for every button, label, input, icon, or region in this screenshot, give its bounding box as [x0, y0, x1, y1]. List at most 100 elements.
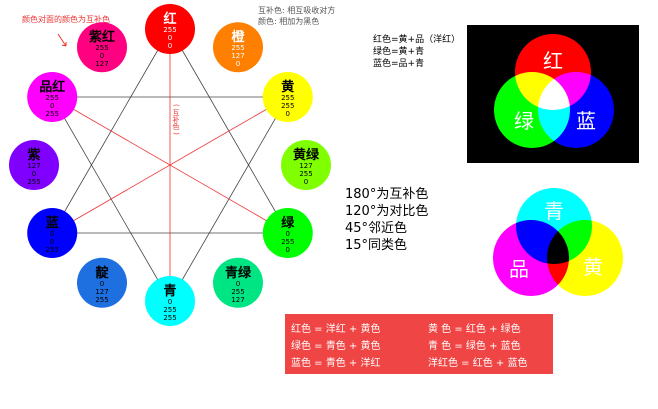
- rgb-value: 0: [286, 110, 290, 118]
- rgb-value: 0: [168, 298, 172, 306]
- rgb-value: 0: [286, 230, 290, 238]
- mix-cyan: 青 色 = 绿色 + 蓝色: [428, 341, 521, 352]
- subtractive-yellow-circle: [547, 220, 623, 296]
- color-circle-fill: [145, 276, 195, 326]
- rgb-value: 0: [50, 238, 54, 246]
- subtractive-yellow-label: 黄: [583, 255, 603, 279]
- color-name: 橙: [231, 29, 245, 45]
- mix-magenta: 洋红色 = 红色 + 蓝色: [428, 358, 528, 369]
- rgb-value: 255: [163, 26, 176, 34]
- rgb-value: 127: [299, 162, 312, 170]
- color-circle-fill: [213, 257, 263, 308]
- rgb-value: 255: [46, 94, 59, 102]
- color-name: 绿: [281, 215, 295, 231]
- rgb-value: 255: [281, 102, 294, 110]
- color-circle-fill: [281, 140, 331, 190]
- color-circle-fill: [9, 140, 59, 190]
- rgb-value: 0: [50, 230, 54, 238]
- additive-blue-circle: [538, 72, 614, 148]
- color-circle-fill: [77, 22, 127, 73]
- color-circle-fill: [77, 257, 127, 308]
- rgb-value: 0: [286, 246, 290, 254]
- rgb-value: 255: [95, 296, 108, 304]
- rgb-value: 255: [281, 94, 294, 102]
- rgb-value: 0: [100, 52, 104, 60]
- rgb-value: 0: [236, 60, 240, 68]
- rgb-value: 127: [27, 162, 40, 170]
- complementary-note: 颜色对面的颜色为互补色: [22, 15, 110, 24]
- color-circle-fill: [145, 4, 195, 54]
- additive-mix-diagram: 红 绿 蓝: [467, 25, 639, 163]
- color-name: 紫红: [89, 29, 115, 45]
- mix-red: 红色 = 洋红 + 黄色: [291, 324, 381, 335]
- color-circle-fill: [262, 208, 313, 258]
- connector-lines: [51, 28, 289, 302]
- formula-red: 红色=黄+品（洋红）: [373, 35, 461, 45]
- subtractive-magenta-label: 品: [509, 257, 529, 281]
- rgb-value: 255: [27, 178, 40, 186]
- color-circles: 红25500橙2551270黄2552550黄绿1272550绿02550青绿0…: [9, 4, 331, 326]
- rgb-value: 255: [46, 110, 59, 118]
- complement-description: 互补色: 相互吸收对方 颜色: 相加为黑色: [258, 5, 335, 27]
- color-name: 黄: [281, 79, 294, 95]
- color-circle-fill: [27, 72, 78, 122]
- complement-line: [52, 96, 288, 234]
- color-name: 紫: [27, 147, 40, 163]
- subtractive-cyan-label: 青: [544, 199, 564, 223]
- rgb-value: 0: [168, 42, 172, 50]
- color-name: 青: [163, 283, 176, 299]
- rgb-value: 0: [50, 102, 54, 110]
- additive-blue-label: 蓝: [576, 109, 596, 133]
- color-name: 靛: [95, 265, 109, 281]
- mix-blue: 蓝色 = 青色 + 洋红: [291, 358, 381, 369]
- rgb-value: 0: [236, 280, 240, 288]
- rgb-value: 255: [163, 306, 176, 314]
- rgb-value: 255: [231, 44, 244, 52]
- subtractive-magenta-circle: [493, 220, 569, 296]
- subtractive-mix-diagram: 青 品 黄: [493, 188, 623, 296]
- complement-description-line2: 颜色: 相加为黑色: [258, 17, 320, 26]
- color-circle-fill: [213, 22, 263, 73]
- color-name: 蓝: [46, 215, 59, 231]
- rgb-value: 127: [231, 52, 244, 60]
- rgb-value: 255: [163, 314, 176, 322]
- degree-rule-120: 120°为对比色: [345, 204, 429, 219]
- additive-formulas: 红色=黄+品（洋红） 绿色=黄+青 蓝色=品+青: [373, 34, 460, 70]
- color-circle-fill: [262, 72, 313, 122]
- mix-yellow: 黄 色 = 红色 + 绿色: [428, 324, 521, 335]
- rgb-value: 127: [95, 60, 108, 68]
- rgb-value: 255: [281, 238, 294, 246]
- red-arrow: [57, 33, 67, 47]
- rgb-value: 255: [46, 246, 59, 254]
- additive-green-label: 绿: [514, 109, 534, 133]
- rgb-value: 0: [304, 178, 308, 186]
- mix-green: 绿色 = 青色 + 黄色: [291, 341, 381, 352]
- rgb-value: 0: [32, 170, 36, 178]
- degree-rules: 180°为互补色 120°为对比色 45°邻近色 15°同类色: [345, 186, 428, 254]
- rgb-value: 0: [100, 280, 104, 288]
- formula-green: 绿色=黄+青: [373, 47, 425, 57]
- complement-description-line1: 互补色: 相互吸收对方: [258, 6, 336, 15]
- degree-rule-15: 15°同类色: [345, 238, 408, 253]
- rgb-value: 255: [231, 288, 244, 296]
- degree-rule-180: 180°为互补色: [345, 187, 429, 202]
- color-name: 青绿: [225, 265, 252, 281]
- formula-blue: 蓝色=品+青: [373, 59, 425, 69]
- color-name: 品红: [39, 79, 65, 95]
- color-name: 黄绿: [293, 147, 320, 163]
- rgb-value: 255: [95, 44, 108, 52]
- rgb-value: 255: [299, 170, 312, 178]
- degree-rule-45: 45°邻近色: [345, 221, 408, 236]
